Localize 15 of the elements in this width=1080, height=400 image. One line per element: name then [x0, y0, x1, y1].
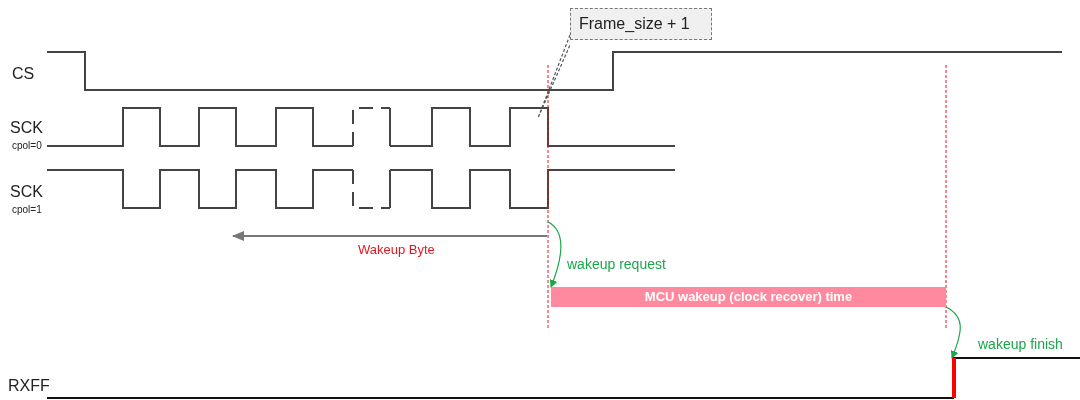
edge-label: wakeup request: [567, 255, 666, 274]
rising-edge-marker: [952, 358, 956, 398]
signal-note: cpol=0: [12, 139, 42, 153]
signal-name: CS: [12, 64, 35, 84]
leader-line: [537, 34, 571, 119]
curved-arrow: [945, 306, 961, 359]
signal-name: RXFF: [8, 376, 50, 396]
curved-arrow: [547, 221, 562, 288]
duration-bar: MCU wakeup (clock recover) time: [551, 287, 946, 307]
callout-box: Frame_size + 1: [570, 8, 712, 40]
arrow-label: Wakeup Byte: [358, 241, 435, 259]
signal-note: cpol=1: [12, 203, 42, 217]
edge-label: wakeup finish: [978, 335, 1063, 354]
signal-name: SCK: [10, 118, 43, 138]
signal-name: SCK: [10, 182, 43, 202]
